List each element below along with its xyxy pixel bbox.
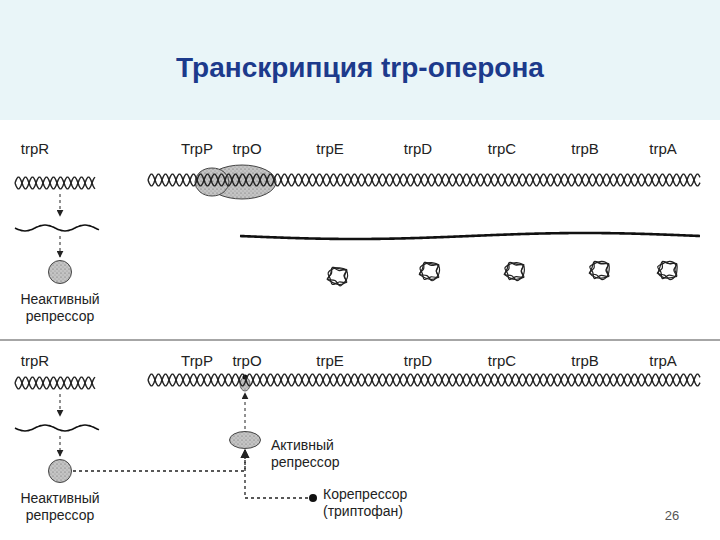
protein-enzyme [657, 261, 677, 279]
gene-label: TrpP [181, 140, 213, 157]
gene-label: trpR [21, 352, 49, 369]
page-number: 26 [665, 508, 679, 523]
gene-label: trpR [21, 140, 49, 157]
mrna-strand [15, 225, 99, 231]
mrna-strand [15, 425, 99, 431]
gene-label: trpA [649, 352, 677, 369]
gene-label: trpD [404, 140, 432, 157]
node-label: Активный репрессор [271, 437, 355, 471]
dna-strand [148, 374, 700, 386]
inactive-repressor: Неактивный репрессор [48, 260, 72, 284]
translation-arrow [60, 236, 61, 257]
inactive-repressor: Неактивный репрессор [48, 459, 72, 483]
mrna-strand [240, 233, 700, 239]
gene-label: trpB [571, 352, 599, 369]
node-label: Неактивный репрессор [10, 490, 110, 524]
gene-label: trpE [316, 352, 344, 369]
corepressor: Корепрессор (триптофан) [309, 494, 317, 502]
gene-label: trpO [232, 140, 261, 157]
dna-strand [15, 177, 95, 189]
translation-arrow [60, 436, 61, 456]
dna-strand [148, 174, 700, 186]
expression-arrow [60, 194, 61, 216]
gene-label: trpD [404, 352, 432, 369]
gene-label: TrpP [181, 352, 213, 369]
protein-enzyme [327, 267, 348, 285]
dna-strand [148, 174, 700, 186]
active-repressor: Активный репрессор [229, 431, 261, 449]
gene-label: trpB [571, 140, 599, 157]
expression-arrow [60, 394, 61, 416]
panel-divider [0, 339, 720, 341]
gene-label: trpO [232, 352, 261, 369]
protein-enzyme [504, 262, 524, 280]
slide-title: Транскрипция trp-оперона [0, 52, 720, 84]
inactive-repressor-shape [48, 459, 72, 483]
dashed-connector [73, 450, 245, 471]
node-label: Неактивный репрессор [10, 291, 110, 325]
protein-enzyme [658, 261, 677, 278]
gene-label: trpC [488, 352, 516, 369]
gene-label: trpE [316, 140, 344, 157]
protein-enzyme [589, 261, 609, 279]
dna-strand [15, 377, 95, 389]
active-repressor-shape [229, 431, 261, 449]
title-band [0, 0, 720, 120]
node-label: Корепрессор (триптофан) [323, 486, 423, 520]
binding-arrow [245, 393, 246, 429]
dna-strand [15, 177, 95, 189]
gene-label: trpC [488, 140, 516, 157]
protein-enzyme [419, 262, 439, 280]
dna-strand [15, 377, 95, 389]
dna-strand [148, 374, 700, 386]
gene-label: trpA [649, 140, 677, 157]
corepressor-shape [309, 494, 317, 502]
inactive-repressor-shape [48, 260, 72, 284]
